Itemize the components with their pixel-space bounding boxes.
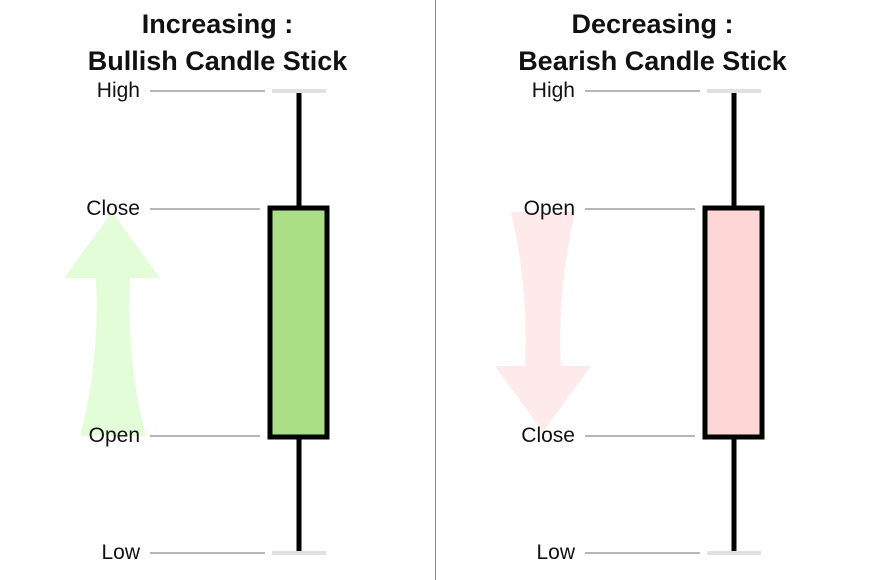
up-arrow-icon xyxy=(64,212,160,436)
bullish-panel: Increasing : Bullish Candle Stick High C… xyxy=(0,6,435,564)
panel-title: Increasing : Bullish Candle Stick xyxy=(0,6,435,80)
title-line-1: Increasing : xyxy=(141,9,294,39)
candle-body xyxy=(267,205,330,440)
low-tick xyxy=(707,551,761,555)
candle-body xyxy=(702,205,765,440)
down-arrow-icon xyxy=(495,212,591,432)
panel-divider xyxy=(435,0,436,580)
title-line-2: Bearish Candle Stick xyxy=(518,46,787,76)
high-label: High xyxy=(96,79,140,102)
open-label: Open xyxy=(523,197,575,220)
high-tick xyxy=(272,89,326,93)
close-label: Close xyxy=(86,197,140,220)
close-label: Close xyxy=(521,424,575,447)
bearish-diagram xyxy=(495,89,765,555)
high-tick xyxy=(707,89,761,93)
low-label: Low xyxy=(101,541,140,564)
open-label: Open xyxy=(88,424,140,447)
title-line-2: Bullish Candle Stick xyxy=(87,46,348,76)
low-label: Low xyxy=(536,541,575,564)
low-tick xyxy=(272,551,326,555)
bullish-diagram xyxy=(64,89,330,555)
high-label: High xyxy=(531,79,575,102)
panel-title: Decreasing : Bearish Candle Stick xyxy=(435,6,870,80)
bearish-panel: Decreasing : Bearish Candle Stick High O… xyxy=(435,0,870,580)
title-line-1: Decreasing : xyxy=(571,9,734,39)
